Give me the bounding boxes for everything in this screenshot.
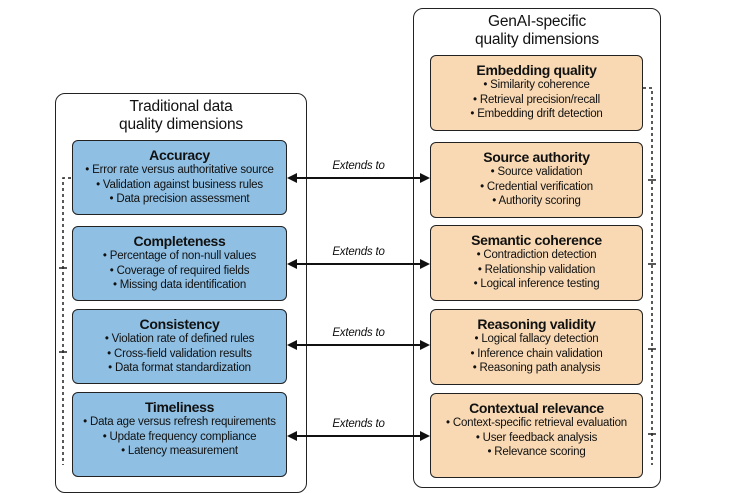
card-accuracy: Accuracy • Error rate versus authoritati…	[72, 140, 287, 215]
extends-to-link-consistency: Extends to	[287, 327, 430, 357]
card-consistency: Consistency • Violation rate of defined …	[72, 309, 287, 384]
card-source-authority: Source authority • Source validation • C…	[430, 142, 643, 218]
double-arrow-icon	[287, 431, 430, 441]
extends-to-link-timeliness: Extends to	[287, 418, 430, 448]
card-reasoning-validity: Reasoning validity • Logical fallacy det…	[430, 309, 643, 385]
traditional-panel-title: Traditional data quality dimensions	[119, 98, 243, 133]
double-arrow-icon	[287, 173, 430, 183]
card-completeness: Completeness • Percentage of non-null va…	[72, 226, 287, 301]
right-dashed-connector	[643, 87, 656, 465]
card-embedding-quality: Embedding quality • Similarity coherence…	[430, 55, 643, 131]
double-arrow-icon	[287, 340, 430, 350]
extends-to-link-completeness: Extends to	[287, 246, 430, 276]
left-dashed-connector	[59, 177, 71, 465]
card-contextual-relevance: Contextual relevance • Context-specific …	[430, 393, 643, 478]
double-arrow-icon	[287, 259, 430, 269]
card-semantic-coherence: Semantic coherence • Contradiction detec…	[430, 225, 643, 301]
extends-to-link-accuracy: Extends to	[287, 160, 430, 190]
card-timeliness: Timeliness • Data age versus refresh req…	[72, 392, 287, 477]
genai-panel-title: GenAI-specific quality dimensions	[475, 13, 599, 48]
